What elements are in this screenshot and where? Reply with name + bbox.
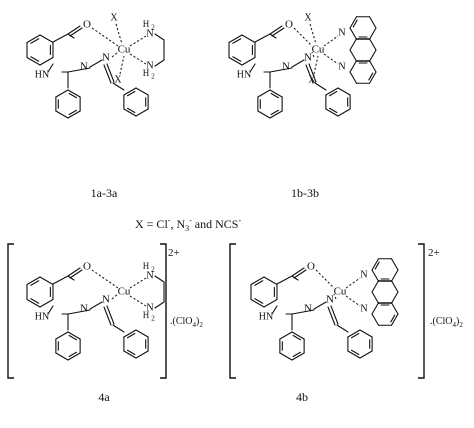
phen-ring-top — [371, 258, 399, 282]
phen-ring-center — [349, 38, 377, 62]
bracket-left-4b — [229, 243, 236, 379]
ring-nitrogen-label: N — [282, 61, 290, 73]
imine-nitrogen-label: N — [304, 52, 312, 64]
amine-h-subscript: 2 — [151, 266, 155, 274]
x-definition: X = Cl-, N3- and NCS- — [135, 216, 241, 233]
amine-h-label: H — [143, 310, 150, 320]
x-ligand-label: X — [110, 12, 118, 23]
bracket-left-4a — [7, 243, 14, 379]
phenyl-ring — [55, 331, 81, 361]
benzylidene-phenyl-ring — [123, 329, 149, 359]
benzylidene-phenyl-ring — [347, 329, 373, 359]
bracket-right-4a — [160, 243, 167, 379]
caption-4b: 4b — [296, 390, 308, 404]
phen-nitrogen-label: N — [360, 303, 367, 314]
nh-label: HN — [237, 69, 251, 80]
copper-label: Cu — [118, 286, 131, 298]
amine-nitrogen-label: N — [146, 270, 153, 281]
quinazoline-ring — [47, 267, 91, 331]
counterion-4b: .(ClO4)2 — [430, 316, 463, 329]
benzo-ring — [228, 34, 256, 66]
nh-label: HN — [259, 311, 273, 322]
phen-nitrogen-label: N — [338, 61, 345, 72]
caption-1a-3a: 1a-3a — [91, 186, 118, 200]
benzo-ring — [250, 276, 278, 308]
nh-label: HN — [35, 69, 49, 80]
caption-4a: 4a — [98, 390, 110, 404]
amine-h-subscript: 2 — [151, 73, 155, 81]
bracket-right-4b — [418, 243, 425, 379]
x-ligand-label: X — [304, 12, 312, 23]
x-ligand-label: X — [114, 74, 122, 85]
phen-ring-bottom — [349, 60, 377, 84]
ring-nitrogen-label: N — [80, 61, 88, 73]
caption-1b-3b: 1b-3b — [291, 186, 319, 200]
benzylidene-phenyl-ring — [325, 87, 351, 117]
imine-nitrogen-label: N — [326, 294, 334, 306]
phenyl-ring — [257, 89, 283, 119]
charge-4a: 2+ — [168, 247, 180, 259]
amine-h-subscript: 2 — [151, 24, 155, 32]
phenyl-ring — [55, 89, 81, 119]
counterion-4a: .(ClO4)2 — [170, 316, 203, 329]
ring-nitrogen-label: N — [80, 303, 88, 315]
phen-ring-bottom — [371, 302, 399, 326]
oxygen-label: O — [307, 261, 315, 273]
phen-ring-top — [349, 16, 377, 40]
phen-nitrogen-label: N — [360, 269, 367, 280]
amine-h-label: H — [143, 68, 150, 78]
imine-nitrogen-label: N — [102, 52, 110, 64]
quinazoline-ring — [249, 25, 293, 89]
amine-nitrogen-label: N — [146, 60, 153, 71]
quinazoline-ring — [271, 267, 315, 331]
phen-nitrogen-label: N — [338, 27, 345, 38]
oxygen-label: O — [83, 19, 91, 31]
nh-label: HN — [35, 311, 49, 322]
charge-4b: 2+ — [428, 247, 440, 259]
ring-nitrogen-label: N — [304, 303, 312, 315]
quinazoline-ring — [47, 25, 91, 89]
amine-nitrogen-label: N — [146, 302, 153, 313]
copper-label: Cu — [334, 286, 347, 298]
benzo-ring — [26, 34, 54, 66]
amine-h-label: H — [143, 19, 150, 29]
benzylidene-phenyl-ring — [123, 87, 149, 117]
copper-label: Cu — [312, 44, 325, 56]
imine-nitrogen-label: N — [102, 294, 110, 306]
phenyl-ring — [279, 331, 305, 361]
x-ligand-label: X — [308, 74, 316, 85]
oxygen-label: O — [83, 261, 91, 273]
phen-ring-center — [371, 280, 399, 304]
amine-h-subscript: 2 — [151, 315, 155, 323]
amine-nitrogen-label: N — [146, 28, 153, 39]
copper-label: Cu — [118, 44, 131, 56]
benzo-ring — [26, 276, 54, 308]
oxygen-label: O — [285, 19, 293, 31]
amine-h-label: H — [143, 261, 150, 271]
